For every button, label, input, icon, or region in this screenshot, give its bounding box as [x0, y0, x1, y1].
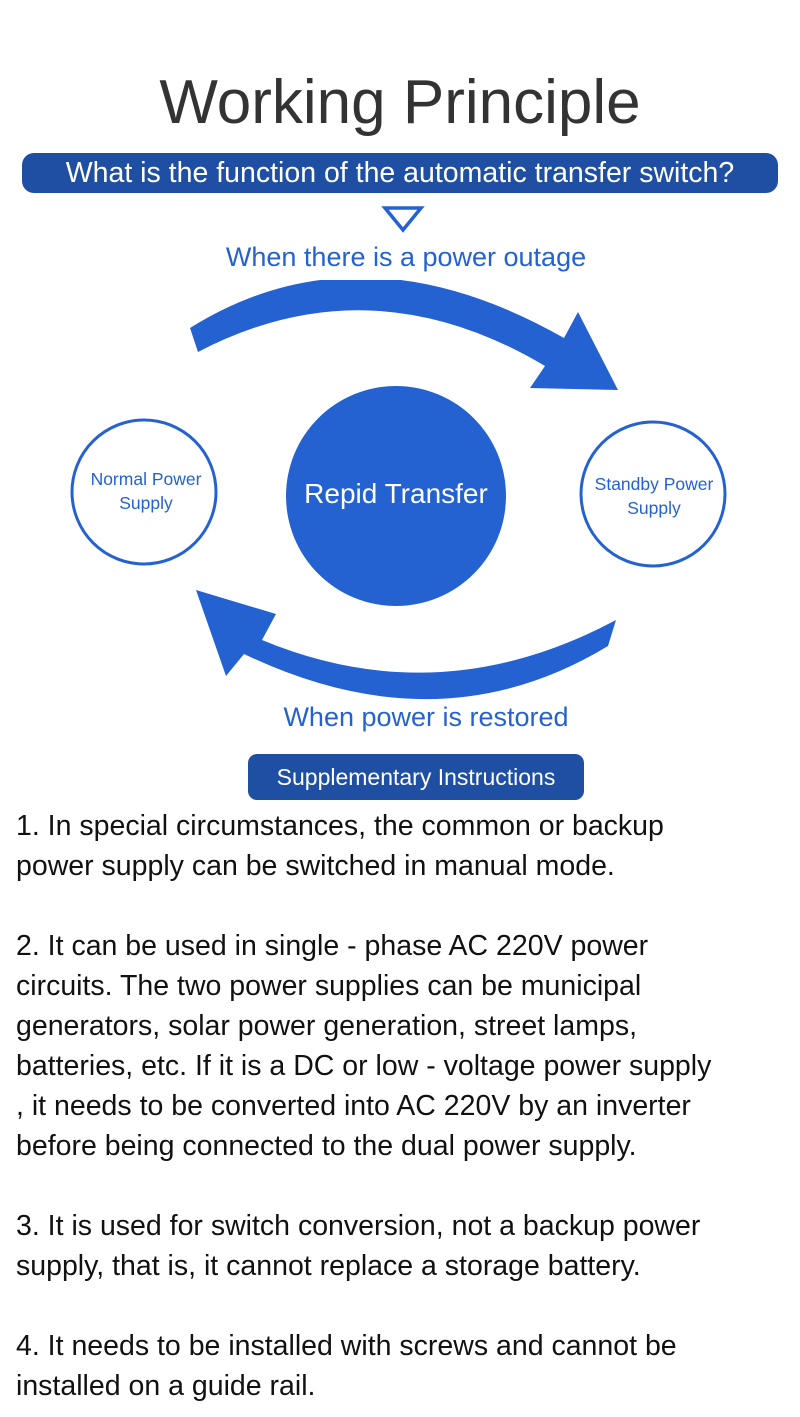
rapid-transfer-node [286, 386, 506, 606]
triangle-down-outline-icon [381, 206, 425, 233]
instructions-list: 1. In special circumstances, the common … [16, 806, 796, 1406]
curved-arrow-right-icon [190, 280, 618, 390]
normal-power-label-line1: Normal Power [90, 469, 202, 489]
standby-power-label-line1: Standby Power [594, 474, 714, 494]
power-restored-label: When power is restored [283, 702, 569, 732]
standby-power-node [579, 420, 727, 568]
normal-power-label-line2: Supply [119, 493, 173, 513]
curved-arrow-left-icon [196, 590, 616, 700]
normal-power-label: Normal Power Supply [68, 467, 224, 515]
instruction-item: 3. It is used for switch conversion, not… [16, 1210, 701, 1282]
transfer-diagram [70, 280, 727, 700]
rapid-transfer-label: Repid Transfer [304, 478, 488, 509]
instruction-item: 2. It can be used in single - phase AC 2… [16, 930, 712, 1162]
power-outage-label: When there is a power outage [225, 242, 587, 272]
instruction-item: 4. It needs to be installed with screws … [16, 1330, 677, 1402]
normal-power-node [70, 418, 218, 566]
instruction-item: 1. In special circumstances, the common … [16, 810, 664, 882]
standby-power-label-line2: Supply [627, 498, 681, 518]
page-title: Working Principle [159, 68, 641, 137]
question-banner: What is the function of the automatic tr… [22, 153, 778, 193]
standby-power-label: Standby Power Supply [574, 472, 734, 520]
supplementary-instructions-badge: Supplementary Instructions [248, 754, 584, 800]
